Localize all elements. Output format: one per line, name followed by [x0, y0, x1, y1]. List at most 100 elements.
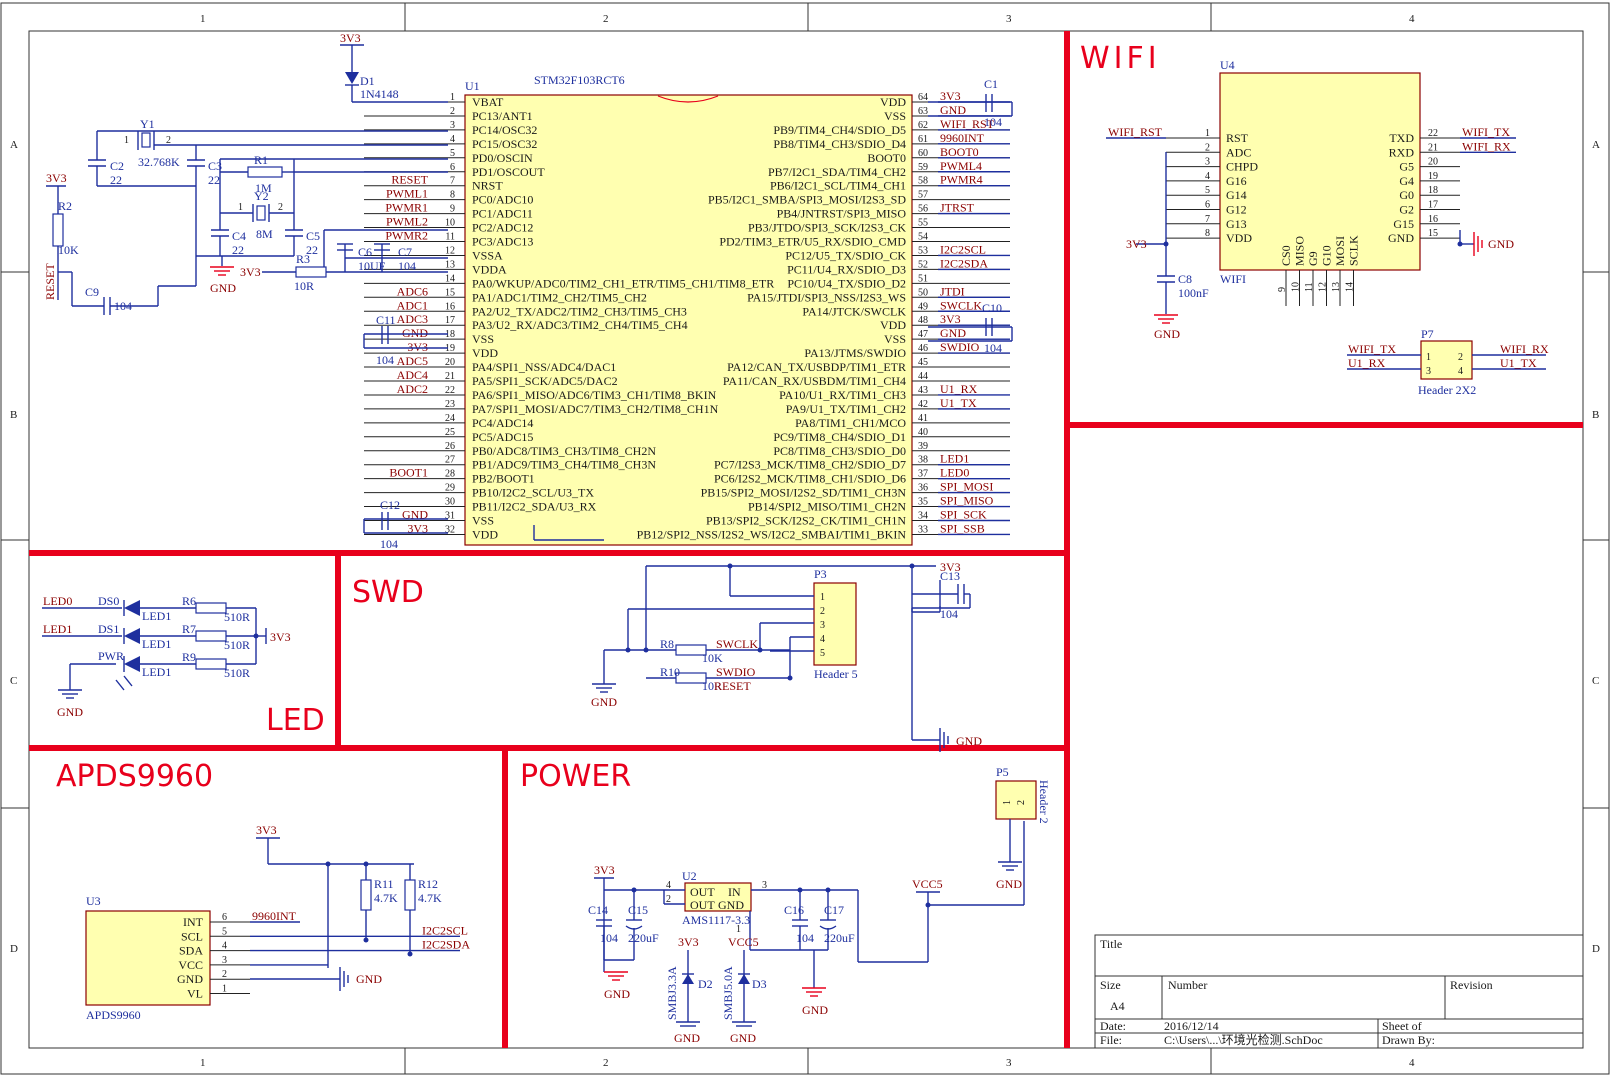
pin-number: 17	[1428, 200, 1438, 211]
pin-number: 5	[450, 148, 455, 159]
drawn-by-label: Drawn By:	[1382, 1033, 1435, 1047]
pin-name: PB2/BOOT1	[472, 472, 535, 486]
pin-name: PD2/TIM3_ETR/U5_RX/SDIO_CMD	[719, 235, 906, 249]
p7-body	[1420, 340, 1473, 380]
pin-name: PC3/ADC13	[472, 235, 533, 249]
pin-number: 5	[222, 926, 227, 937]
p7-pin3: 3	[1426, 366, 1431, 377]
power-section: U2 AMS1117-3.3 OUT IN OUT GND 4 2 3 1 3V…	[588, 765, 1051, 1045]
pin-number: 20	[1428, 157, 1438, 168]
pin-number: 41	[918, 413, 928, 424]
pin-net-label: SPI_MOSI	[940, 480, 993, 494]
pin-number: 7	[1205, 214, 1210, 225]
pin-number: 7	[450, 176, 455, 187]
pin-number: 3	[450, 120, 455, 131]
y1-crystal-icon	[141, 132, 151, 148]
swd-net-reset: RESET	[714, 679, 751, 693]
c8-value: 100nF	[1178, 286, 1209, 300]
u2-designator: U2	[682, 869, 697, 883]
pin-name: RST	[1226, 131, 1249, 145]
led-section: LED0 LED1 DS0 DS1 PWR LED1 LED1 LED1 R6 …	[42, 594, 291, 719]
d3-gnd: GND	[730, 1031, 756, 1045]
c9-value: 104	[114, 299, 132, 313]
r3-resistor-icon	[295, 266, 327, 278]
pin-name: VDDA	[472, 262, 507, 276]
c13-value: 104	[940, 607, 958, 621]
u2-part: AMS1117-3.3	[682, 913, 750, 927]
u2-body	[684, 882, 752, 912]
pin-net-label: PWMR4	[940, 173, 983, 187]
zone-col-1-bottom: 1	[200, 1057, 206, 1069]
pin-name: RXD	[1389, 145, 1415, 159]
swd-gnd-left: GND	[591, 695, 617, 709]
pin-name: PB5/I2C1_SMBA/SPI3_MOSI/I2S3_SD	[708, 193, 906, 207]
pin-net-label: 9960INT	[252, 909, 297, 923]
pin-number: 36	[918, 483, 928, 494]
pin-number: 23	[445, 399, 455, 410]
pin-name: PC4/ADC14	[472, 416, 533, 430]
pin-name: SCL	[181, 929, 203, 943]
pin-name: G2	[1399, 203, 1414, 217]
c3-designator: C3	[208, 159, 222, 173]
pin-number: 11	[445, 232, 455, 243]
file-label: File:	[1100, 1033, 1122, 1047]
pin-number: 25	[445, 427, 455, 438]
r6-designator: R6	[182, 594, 196, 608]
y1-pin2: 2	[166, 135, 171, 146]
pin-name: MISO	[1293, 236, 1307, 266]
mcu-peripheral-circuit: 3V3 D1 1N4148 Y1 1 2 32.768K C2 22 C3 22	[43, 31, 1013, 551]
r7-resistor-icon	[195, 630, 227, 642]
pin-name: ADC	[1226, 145, 1251, 159]
pin-net-label: BOOT1	[389, 466, 428, 480]
mcu-pin: 33PB12/SPI2_NSS/I2S2_WS/I2C2_SMBAI/TIM1_…	[637, 521, 1010, 541]
section-title-power: POWER	[520, 759, 631, 794]
pin-name: G4	[1399, 174, 1414, 188]
r1-designator: R1	[254, 153, 268, 167]
pin-number: 26	[445, 441, 455, 452]
p7-net-wifi-rx: WIFI_RX	[1500, 342, 1549, 356]
pin-name: PC10/U4_TX/SDIO_D2	[787, 276, 906, 290]
c7-designator: C7	[398, 245, 412, 259]
power-gnd-2: GND	[802, 1003, 828, 1017]
pin-name: VSS	[884, 332, 906, 346]
c16-designator: C16	[784, 903, 804, 917]
pin-number: 35	[918, 497, 928, 508]
p3-pin2: 2	[820, 606, 825, 617]
apds-supply-net: 3V3	[256, 823, 277, 837]
pin-net-label: WIFI_TX	[1462, 125, 1510, 139]
r2-supply-net: 3V3	[46, 171, 67, 185]
pin-number: 58	[918, 176, 928, 187]
pin-net-label: 3V3	[940, 89, 961, 103]
pin-name: PD1/OSCOUT	[472, 165, 545, 179]
r12-value: 4.7K	[418, 891, 442, 905]
pin-name: CHPD	[1226, 160, 1258, 174]
pin-net-label: PWML4	[940, 159, 982, 173]
pin-number: 43	[918, 385, 928, 396]
y2-pin1: 1	[238, 202, 243, 213]
pin-net-label: ADC3	[397, 312, 428, 326]
r2-resistor-icon	[52, 213, 64, 247]
